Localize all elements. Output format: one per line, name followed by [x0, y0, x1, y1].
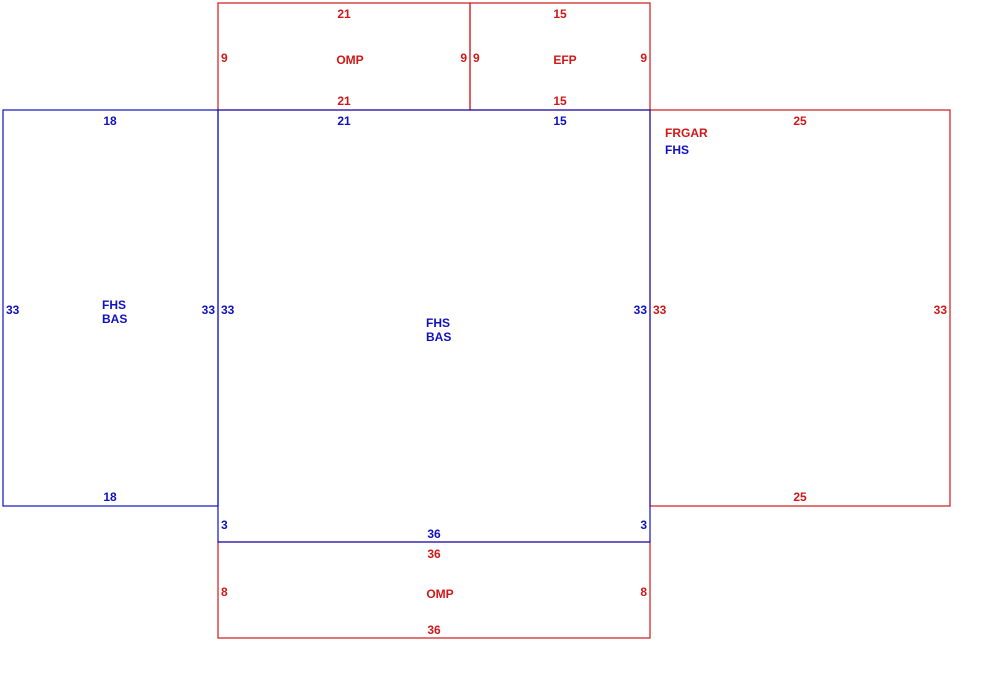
- left-room-area: 18 18 33 33 FHS BAS: [2, 109, 219, 507]
- efp-dim-bottom: 15: [553, 94, 567, 108]
- omp-bottom-dim-left: 8: [221, 585, 228, 599]
- main-room-outline: [217, 109, 651, 543]
- garage-area: 25 25 33 33 FRGAR FHS: [649, 109, 951, 507]
- garage-label-fhs: FHS: [665, 143, 689, 157]
- efp-label: EFP: [553, 53, 576, 67]
- main-room-label-fhs: FHS: [426, 316, 450, 330]
- left-room-dim-right: 33: [202, 303, 216, 317]
- omp-top-area: 21 21 9 9 OMP: [217, 2, 471, 111]
- garage-dim-right: 33: [934, 303, 948, 317]
- efp-dim-top: 15: [553, 7, 567, 21]
- garage-label-frgar: FRGAR: [665, 126, 708, 140]
- garage-outline: [649, 109, 951, 507]
- left-room-label-bas: BAS: [102, 312, 127, 326]
- main-room-dim-bottom: 36: [427, 527, 441, 541]
- omp-top-dim-right: 9: [460, 51, 467, 65]
- omp-top-label: OMP: [336, 53, 363, 67]
- omp-bottom-dim-top: 36: [427, 547, 441, 561]
- main-room-label-bas: BAS: [426, 330, 451, 344]
- left-room-dim-top: 18: [103, 114, 117, 128]
- omp-top-dim-bottom: 21: [337, 94, 351, 108]
- garage-dim-bottom: 25: [793, 490, 807, 504]
- main-room-dim-top-right: 15: [553, 114, 567, 128]
- omp-bottom-dim-bottom: 36: [427, 623, 441, 637]
- efp-area: 15 15 9 9 EFP: [469, 2, 651, 111]
- left-room-dim-bottom: 18: [103, 490, 117, 504]
- main-room-area: 21 15 33 33 36 3 3 FHS BAS: [217, 109, 651, 543]
- main-room-dim-bottom-right: 3: [640, 518, 647, 532]
- omp-bottom-area: 36 36 8 8 OMP: [217, 541, 651, 639]
- main-room-dim-top-left: 21: [337, 114, 351, 128]
- efp-dim-left: 9: [473, 51, 480, 65]
- garage-dim-top: 25: [793, 114, 807, 128]
- main-room-dim-left: 33: [221, 303, 235, 317]
- omp-bottom-label: OMP: [426, 587, 453, 601]
- left-room-label-fhs: FHS: [102, 298, 126, 312]
- main-room-dim-right: 33: [634, 303, 648, 317]
- omp-bottom-dim-right: 8: [640, 585, 647, 599]
- omp-top-dim-top: 21: [337, 7, 351, 21]
- omp-top-dim-left: 9: [221, 51, 228, 65]
- efp-dim-right: 9: [640, 51, 647, 65]
- garage-dim-left: 33: [653, 303, 667, 317]
- left-room-dim-left: 33: [6, 303, 20, 317]
- main-room-dim-bottom-left: 3: [221, 518, 228, 532]
